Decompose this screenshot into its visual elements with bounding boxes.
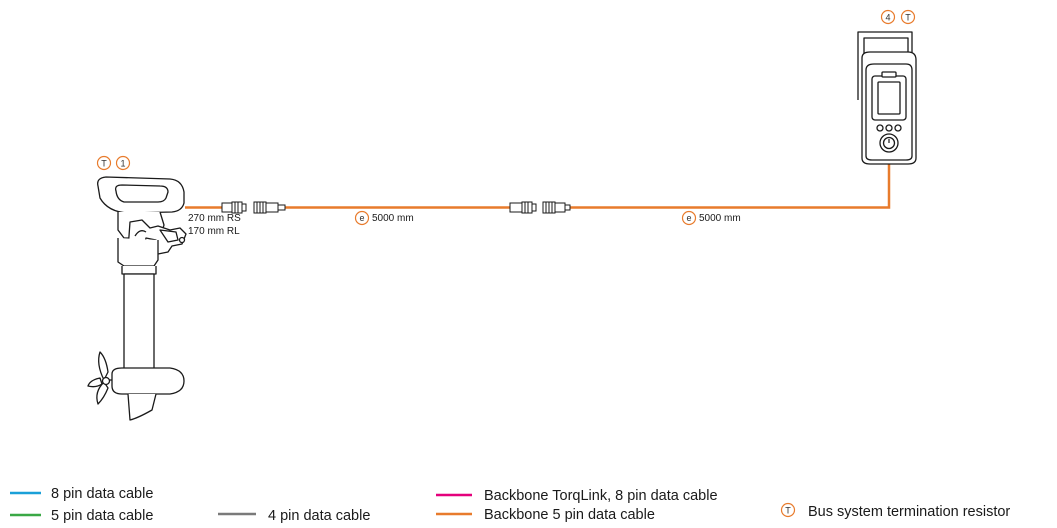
cable-2-length: 5000 mm xyxy=(699,213,741,224)
legend-label-termination: Bus system termination resistor xyxy=(808,504,1010,520)
legend-item-backbone-5-pin: Backbone 5 pin data cable xyxy=(436,507,655,523)
backbone-cable-line xyxy=(185,163,891,209)
motor-badges: T 1 xyxy=(96,155,131,171)
termination-symbol xyxy=(780,502,796,518)
legend-item-torqlink: Backbone TorqLink, 8 pin data cable xyxy=(436,488,718,504)
backbone-cable xyxy=(185,163,891,209)
legend-item-4-pin: 4 pin data cable xyxy=(218,508,370,524)
component-number-badge-motor xyxy=(115,155,131,171)
cable-1-badge xyxy=(354,210,370,226)
connector-pair-1 xyxy=(221,201,286,214)
cable-1-length: 5000 mm xyxy=(372,213,414,224)
cable-1-label: e 5000 mm xyxy=(354,210,414,226)
component-number-badge-display xyxy=(880,9,896,25)
display-unit-illustration xyxy=(857,31,917,165)
legend-label-4-pin: 4 pin data cable xyxy=(268,508,370,524)
termination-badge-display-text: T xyxy=(905,13,911,23)
cable-length-rs: 270 mm RS xyxy=(188,213,241,224)
legend-label-torqlink: Backbone TorqLink, 8 pin data cable xyxy=(484,488,718,504)
cable-2-badge-text: e xyxy=(686,213,691,223)
legend: 8 pin data cable 5 pin data cable 4 pin … xyxy=(10,486,1010,524)
cable-length-rl: 170 mm RL xyxy=(188,226,240,237)
legend-item-termination: T Bus system termination resistor xyxy=(780,502,1010,520)
component-number-badge-display-text: 4 xyxy=(885,13,890,23)
termination-badge-motor-text: T xyxy=(101,159,107,169)
connector-plug xyxy=(221,202,233,213)
legend-label-5-pin: 5 pin data cable xyxy=(51,508,153,524)
outboard-motor-illustration xyxy=(87,176,187,421)
cable-2-badge xyxy=(681,210,697,226)
termination-badge-display xyxy=(900,9,916,25)
termination-badge-motor xyxy=(96,155,112,171)
legend-label-backbone-5-pin: Backbone 5 pin data cable xyxy=(484,507,655,523)
connector-pair-2 xyxy=(509,201,571,214)
legend-item-8-pin: 8 pin data cable xyxy=(10,486,153,502)
legend-item-5-pin: 5 pin data cable xyxy=(10,508,153,524)
legend-label-8-pin: 8 pin data cable xyxy=(51,486,153,502)
display-badges: 4 T xyxy=(880,9,916,25)
component-number-badge-motor-text: 1 xyxy=(120,159,125,169)
cable-2-label: e 5000 mm xyxy=(681,210,741,226)
cable-1-badge-text: e xyxy=(359,213,364,223)
termination-symbol-text: T xyxy=(785,506,791,516)
